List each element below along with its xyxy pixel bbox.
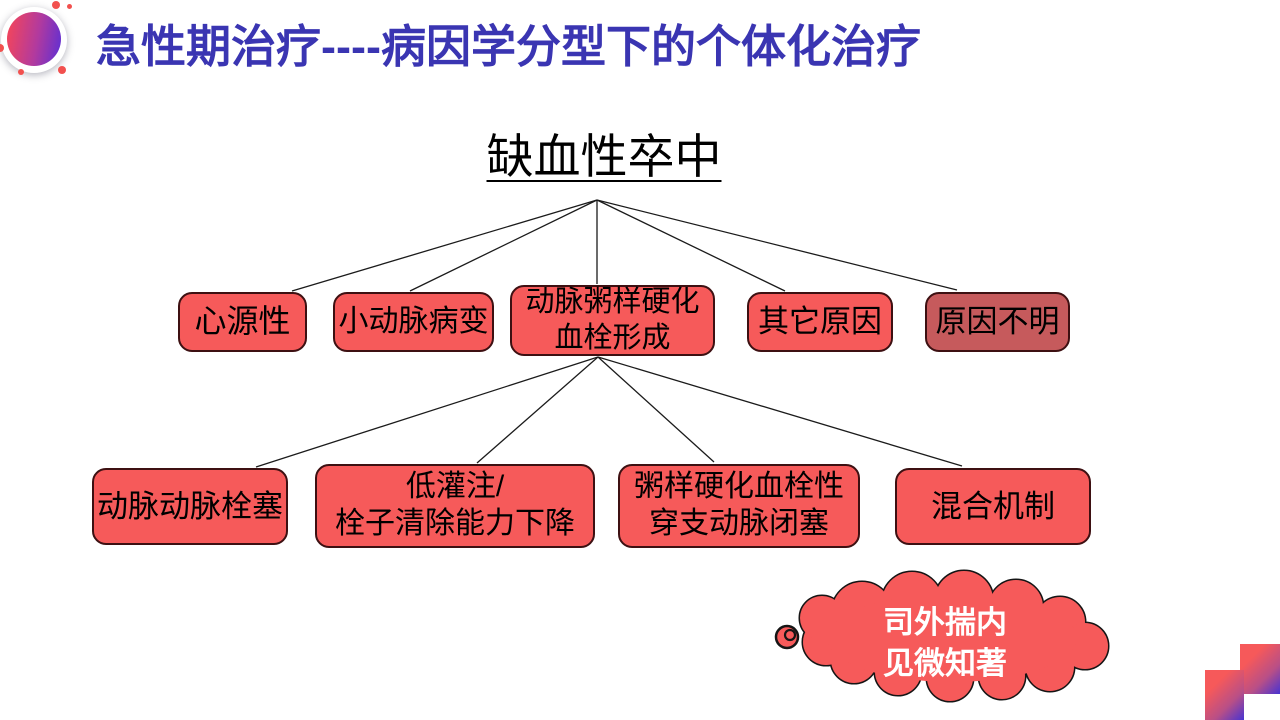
logo-dot <box>18 69 24 75</box>
node-label: 心源性 <box>194 303 291 340</box>
connector-line <box>596 199 958 291</box>
corner-square-upper <box>1240 644 1280 694</box>
connector-line <box>597 356 715 463</box>
cloud-tail-spiral-icon <box>783 628 797 642</box>
node-hypoperfusion-embolus-clearance: 低灌注/ 栓子清除能力下降 <box>315 464 595 548</box>
node-label: 小动脉病变 <box>338 304 489 338</box>
node-label: 混合机制 <box>931 488 1055 524</box>
corner-square-lower <box>1205 670 1244 720</box>
node-label: 粥样硬化血栓性 穿支动脉闭塞 <box>634 470 844 540</box>
node-perforating-artery-occlusion: 粥样硬化血栓性 穿支动脉闭塞 <box>618 464 860 548</box>
node-unknown-cause: 原因不明 <box>925 292 1070 352</box>
diagram-root-heading: 缺血性卒中 <box>486 130 722 183</box>
connector-line <box>597 356 963 467</box>
logo-dot <box>58 66 66 74</box>
node-label: 动脉动脉栓塞 <box>97 488 283 524</box>
node-atherothrombosis: 动脉粥样硬化 血栓形成 <box>510 285 715 356</box>
connector-lines-bottom <box>255 356 963 468</box>
connector-line <box>409 199 598 292</box>
logo-dot <box>0 44 4 52</box>
node-artery-to-artery-embolism: 动脉动脉栓塞 <box>92 468 288 545</box>
node-label: 其它原因 <box>758 304 882 340</box>
node-cardiogenic: 心源性 <box>178 292 307 352</box>
connector-lines-top <box>291 199 958 292</box>
gradient-circle-logo-icon <box>7 12 61 66</box>
connector-line <box>291 199 598 292</box>
slide-title: 急性期治疗----病因学分型下的个体化治疗 <box>96 21 921 72</box>
logo <box>0 0 90 90</box>
node-label: 动脉粥样硬化 血栓形成 <box>525 286 700 354</box>
node-other-causes: 其它原因 <box>747 292 893 352</box>
cloud-tail-icon <box>774 624 800 650</box>
node-label: 原因不明 <box>935 304 1060 340</box>
logo-dot <box>67 4 72 9</box>
connector-line <box>596 199 786 292</box>
node-small-artery-disease: 小动脉病变 <box>333 292 494 352</box>
logo-ring <box>1 7 67 73</box>
logo-dot <box>52 1 60 9</box>
connector-line <box>255 356 599 468</box>
connector-line <box>476 356 599 464</box>
node-mixed-mechanism: 混合机制 <box>895 468 1091 545</box>
callout-text: 司外揣内 见微知著 <box>883 605 1007 681</box>
node-label: 低灌注/ 栓子清除能力下降 <box>335 470 575 540</box>
